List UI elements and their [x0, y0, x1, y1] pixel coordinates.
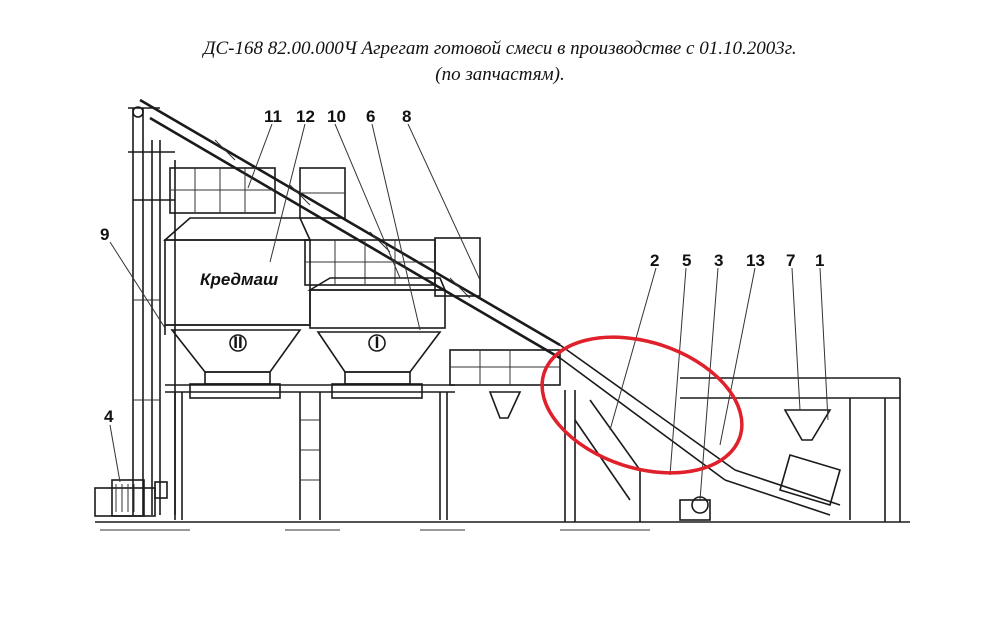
- callout-leaders: [109, 123, 829, 501]
- support-frame: [165, 384, 455, 520]
- svg-text:II: II: [233, 333, 242, 352]
- mid-platform: [449, 349, 561, 419]
- left-bin: [162, 217, 312, 399]
- callout-6: 6: [366, 107, 375, 126]
- callout-1: 1: [815, 251, 824, 270]
- vertical-elevator: [128, 106, 176, 515]
- callout-5: 5: [682, 251, 691, 270]
- callout-2: 2: [650, 251, 659, 270]
- callout-7: 7: [786, 251, 795, 270]
- inclined-conveyor: [139, 98, 841, 516]
- drawing-title: ДС-168 82.00.000Ч Агрегат готовой смеси …: [203, 38, 797, 59]
- callout-13: 13: [746, 251, 765, 270]
- callout-8: 8: [402, 107, 411, 126]
- bin-marker-1: I: [368, 333, 386, 352]
- loader-frame: [564, 390, 711, 522]
- right-bin: [307, 277, 447, 399]
- callout-4: 4: [104, 407, 114, 426]
- callout-11: 11: [264, 107, 282, 126]
- svg-text:I: I: [375, 333, 380, 352]
- horizontal-conveyor: [680, 377, 901, 522]
- callout-10: 10: [327, 107, 346, 126]
- ground-line: [95, 521, 910, 531]
- highlight-ellipse: [540, 335, 744, 475]
- motor-unit: [94, 479, 168, 517]
- callout-3: 3: [714, 251, 723, 270]
- bin-marker-2: II: [229, 333, 247, 352]
- callout-12: 12: [296, 107, 315, 126]
- brand-lettering: Кредмаш: [200, 270, 278, 289]
- drawing-subtitle: (по запчастям).: [435, 64, 565, 85]
- callout-9: 9: [100, 225, 109, 244]
